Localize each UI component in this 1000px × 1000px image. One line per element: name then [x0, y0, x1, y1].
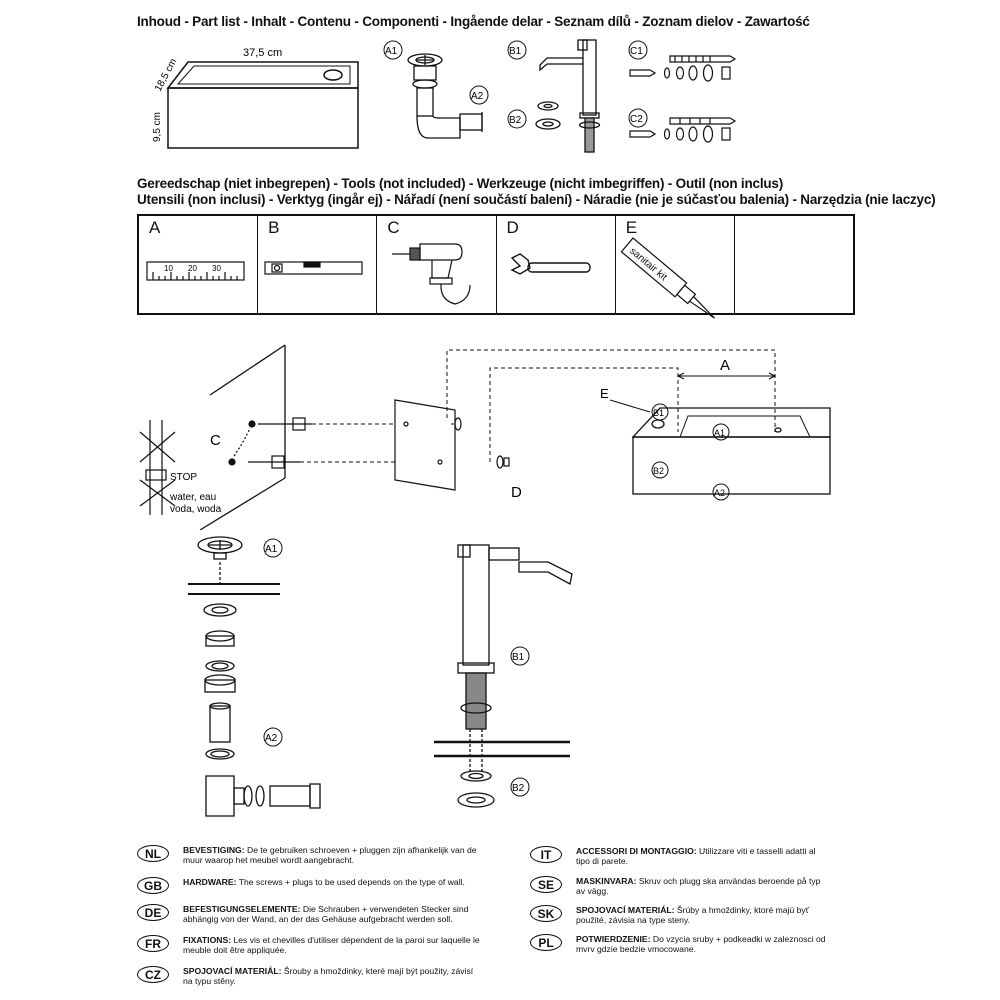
- tools-heading-line1: Gereedschap (niet inbegrepen) - Tools (n…: [137, 176, 784, 191]
- part-label-a1: A1: [385, 46, 398, 57]
- tool-cell-sealant: E: [616, 216, 735, 313]
- hardware-text-se: MASKINVARA: Skruv och plugg ska användas…: [576, 876, 821, 896]
- language-badge-sk: SK: [530, 905, 562, 922]
- part-label-c1: C1: [630, 46, 643, 57]
- hardware-note-it: IT ACCESSORI DI MONTAGGIO: Utilizzare vi…: [530, 846, 831, 866]
- tools-heading-line2: Utensili (non inclusi) - Verktyg (ingår …: [137, 192, 936, 207]
- screw-set-c2: [629, 117, 737, 143]
- tool-letter-e: E: [625, 218, 638, 237]
- hardware-text-pl: POTWIERDZENIE: Do vzycia sruby + podkead…: [576, 934, 826, 954]
- tap-drawing: [539, 39, 601, 153]
- hardware-note-cz: CZ SPOJOVACÍ MATERIÁL: Šrouby a hmoždink…: [137, 966, 483, 986]
- tool-letter-b: B: [268, 218, 280, 237]
- language-badge-gb: GB: [137, 877, 169, 894]
- installation-diagram: STOP water, eau voda, woda C D A: [139, 344, 831, 530]
- part-label-b1: B1: [509, 46, 522, 57]
- tool-cell-ruler: A: [139, 216, 259, 313]
- hardware-note-nl: NL BEVESTIGING: De te gebruiken schroeve…: [137, 845, 483, 865]
- hardware-note-se: SE MASKINVARA: Skruv och plugg ska använ…: [530, 876, 831, 896]
- screw-set-c1: [629, 55, 737, 82]
- hardware-text-cz: SPOJOVACÍ MATERIÁL: Šrouby a hmoždinky, …: [183, 966, 474, 986]
- part-label-c2: C2: [630, 114, 643, 125]
- tools-table: A B C D E: [137, 214, 855, 315]
- tool-letter-a: A: [149, 218, 161, 237]
- wall-drawing: [199, 344, 286, 530]
- plug-callout: D: [511, 484, 522, 501]
- basin-drawing: [166, 61, 359, 149]
- drain-label-a2: A2: [265, 733, 278, 744]
- water-label-2: voda, woda: [170, 504, 222, 515]
- hardware-text-fr: FIXATIONS: Les vis et chevilles d'utilis…: [183, 935, 480, 955]
- hardware-text-nl: BEVESTIGING: De te gebruiken schroeven +…: [183, 845, 477, 865]
- basin-label-a1: A1: [714, 428, 725, 438]
- tool-letter-c: C: [387, 218, 400, 237]
- parts-heading: Inhoud - Part list - Inhalt - Contenu - …: [137, 14, 810, 29]
- tool-cell-wrench: D: [497, 216, 616, 313]
- tap-label-b1: B1: [512, 652, 525, 663]
- basin-height-dim: 9,5 cm: [152, 112, 163, 142]
- hardware-note-pl: PL POTWIERDZENIE: Do vzycia sruby + podk…: [530, 934, 831, 954]
- tool-cell-drill: C: [377, 216, 497, 313]
- mounting-bracket-drawing: [394, 399, 510, 491]
- water-pipe-drawing: [139, 420, 176, 515]
- hardware-text-sk: SPOJOVACÍ MATERIÁL: Šrúby a hmoždinky, k…: [576, 905, 809, 925]
- dimension-arrow: [676, 372, 777, 380]
- tap-label-b2: B2: [512, 783, 525, 794]
- drain-label-a1: A1: [265, 544, 278, 555]
- dimension-label-a: A: [720, 357, 730, 374]
- language-badge-pl: PL: [530, 934, 562, 951]
- sealant-callout: E: [600, 386, 609, 401]
- drain-assembly-drawing: [188, 536, 321, 817]
- part-label-a2: A2: [471, 91, 484, 102]
- tap-assembly-drawing: [434, 544, 573, 808]
- language-badge-de: DE: [137, 904, 169, 921]
- hardware-note-gb: GB HARDWARE: The screws + plugs to be us…: [137, 877, 483, 894]
- basin-label-b1: B1: [653, 408, 664, 418]
- hardware-text-gb: HARDWARE: The screws + plugs to be used …: [183, 877, 465, 887]
- basin-label-b2: B2: [653, 466, 664, 476]
- part-label-b2: B2: [509, 115, 522, 126]
- tool-cell-level: B: [258, 216, 378, 313]
- wall-screws-drawing: [228, 417, 312, 469]
- hardware-text-it: ACCESSORI DI MONTAGGIO: Utilizzare viti …: [576, 846, 816, 866]
- basin-label-a2: A2: [714, 488, 725, 498]
- language-badge-nl: NL: [137, 845, 169, 862]
- assembly-diagram: A1 A2 B1 B2: [188, 536, 573, 817]
- parts-illustration: 37,5 cm 18,5 cm 9,5 cm A1 A2 B1 B2: [152, 39, 737, 153]
- hardware-text-de: BEFESTIGUNGSELEMENTE: Die Schrauben + ve…: [183, 904, 469, 924]
- water-label-1: water, eau: [169, 492, 216, 503]
- hardware-note-de: DE BEFESTIGUNGSELEMENTE: Die Schrauben +…: [137, 904, 483, 924]
- tool-letter-d: D: [506, 218, 519, 237]
- language-badge-cz: CZ: [137, 966, 169, 983]
- language-badge-it: IT: [530, 846, 562, 863]
- drain-drawing: [407, 53, 483, 139]
- hardware-note-fr: FR FIXATIONS: Les vis et chevilles d'uti…: [137, 935, 483, 955]
- mounting-guide-lines: [300, 349, 776, 463]
- stop-label: STOP: [170, 472, 197, 483]
- installed-basin-drawing: [631, 407, 831, 495]
- tap-washers: [535, 101, 561, 130]
- language-badge-se: SE: [530, 876, 562, 893]
- basin-width-dim: 37,5 cm: [243, 47, 282, 59]
- screw-callout: C: [210, 432, 221, 449]
- language-badge-fr: FR: [137, 935, 169, 952]
- svg-text:9,5 cm: 9,5 cm: [152, 112, 163, 142]
- hardware-note-sk: SK SPOJOVACÍ MATERIÁL: Šrúby a hmoždinky…: [530, 905, 831, 925]
